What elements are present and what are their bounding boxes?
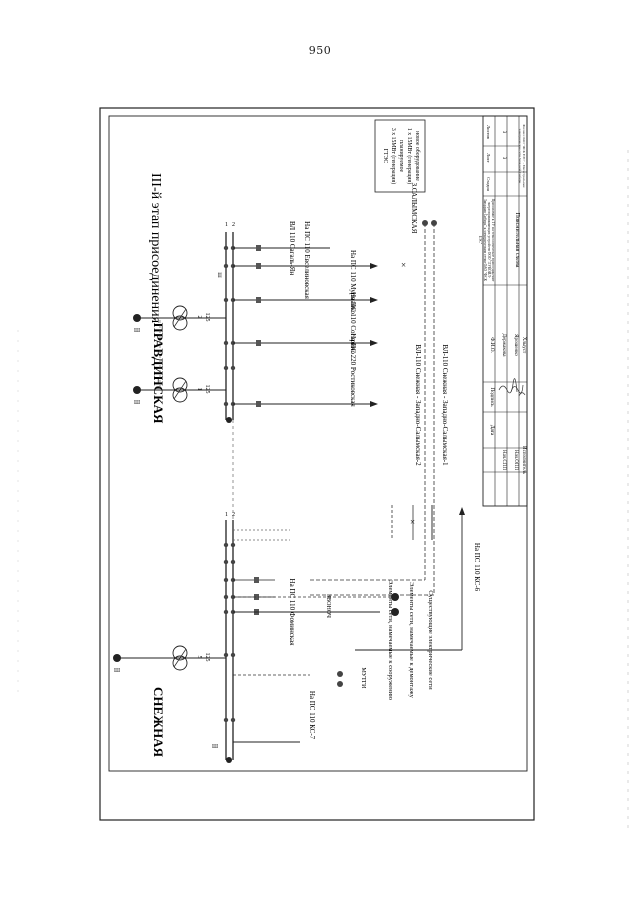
bus-num-right-1: 1 — [225, 222, 228, 228]
stamp-sheet-title: Пояснительная схема — [514, 213, 520, 268]
transformer-right2-num: 1 — [196, 388, 202, 391]
sh-label-2: Ш — [134, 400, 140, 406]
gtes-box: ГТЭС 3 х 15МВт (генерация) планируемое 1… — [374, 119, 426, 193]
legend-item-planned: Элементы сети, намечаемые к сооружению — [387, 580, 394, 700]
feeder-label-fominskaya: На ПС 110 Фоминская — [288, 579, 296, 647]
stamp-header-fio: Ф.И.О. — [489, 337, 495, 352]
gtes-line-4: 1 х 15МВт (генерация) — [406, 128, 413, 184]
stamp-description: Приложение к ТУ на технологическое присо… — [478, 198, 495, 282]
substation-right-label: ПРАВДИНСКАЯ — [151, 323, 166, 424]
stamp-name-1: Держакова — [501, 333, 506, 357]
page-number: 950 — [308, 44, 332, 57]
snezhnaya-substation: 1 2 Ш 5 125 — [113, 512, 399, 763]
stage-title: III-й этап присоединения — [148, 173, 163, 324]
ks6-label: На ПС 110 КС-6 — [473, 543, 481, 592]
outer-frame — [99, 107, 535, 821]
legend-x-symbol: × — [410, 517, 415, 527]
transformer-left-rating: 125 — [204, 653, 210, 662]
vl-zsalym-lines: × З.САЛЫМСКАЯ ВЛ-110 Снежная - Западно-С… — [310, 183, 449, 596]
mutgi-label: МУТГИ — [360, 667, 366, 689]
pravdinskaya-substation: 1 2 Ш 2 125 Ш 1 — [133, 221, 378, 423]
stamp-sheets-header: Листов — [486, 125, 491, 139]
sh-label-3: Ш — [114, 668, 120, 674]
transformer-left-num: 5 — [196, 656, 202, 659]
signature-3 — [518, 392, 526, 397]
feeder-label-evselinovskaya: На ПС 110 Евселиновская — [303, 221, 311, 299]
signature-2 — [510, 384, 524, 394]
stamp-name-2: Ярошенко — [513, 334, 518, 356]
gtes-line-5: новое оборудование — [414, 131, 421, 181]
bus-num-left-1: 1 — [225, 512, 228, 518]
stamp-header-date: Дата — [489, 425, 495, 436]
stamp-stage-header: Стадия — [486, 177, 491, 191]
transformer-right2-rating: 125 — [204, 385, 210, 394]
gtes-line-2: 3 х 15МВт (генерация) — [390, 128, 397, 184]
transformer-right1-num: 2 — [196, 316, 202, 319]
legend-item-dismantle: Элементы сети, намечаемые к демонтажу — [408, 582, 415, 698]
inner-frame — [108, 115, 528, 772]
bus-num-left-2: 2 — [232, 512, 235, 518]
ks7-label: На ПС 110 КС-7 — [308, 691, 316, 740]
stamp-sheets-value: 3 — [501, 131, 506, 134]
vl-line-label-2: ВЛ-110 Снежная - Западно-Салымская-2 — [414, 344, 422, 466]
stamp-role-2: Нач.ОПП — [513, 450, 518, 471]
stamp-name-4: Хлыуст — [521, 337, 526, 354]
stamp-sheet-value: 3 — [501, 157, 506, 160]
substation-left-label: СНЕЖНАЯ — [151, 687, 166, 758]
legend: Элементы сети, намечаемые к сооружению ×… — [387, 505, 434, 700]
vl-sagal-yan-label: ВЛ 110 Сагаль-Ян — [288, 221, 296, 275]
stamp-role-1: Нач.СПП — [501, 450, 506, 470]
stamp-sheet-header: Лист — [486, 153, 491, 162]
stamp-role-4: Исполнитель — [521, 446, 526, 475]
dismantle-x-mark: × — [401, 260, 406, 270]
ks6-line: На ПС 110 КС-6 — [355, 507, 481, 651]
title-block: Ф.И.О. Подпись Дата Нач.СПП Держакова На… — [478, 115, 528, 507]
feeder-label-rostikovskaya: На ПС 220 Ростиковская — [349, 333, 357, 407]
zvonoch-label: ЗВОНОЧ — [325, 594, 331, 618]
bus-num-right-2: 2 — [232, 222, 235, 228]
feeder-label-sogarino: На ПС 110 Согарино — [349, 292, 357, 355]
gtes-line-1: ГТЭС — [382, 149, 388, 164]
shu-label-1: Ш — [216, 272, 222, 278]
feeder-label-murmanko: На ПС 110 Мурманко — [349, 250, 357, 315]
signature-1 — [498, 378, 518, 394]
gtes-line-3: планируемое — [398, 140, 404, 173]
stamp-header-sign: Подпись — [489, 387, 495, 407]
sh-label-1: Ш — [134, 328, 140, 334]
vl-line-label-1: ВЛ-110 Снежная - Западно-Салымская-1 — [441, 344, 449, 466]
zsalym-label: З.САЛЫМСКАЯ — [410, 183, 418, 234]
transformer-right1-rating: 125 — [204, 313, 210, 322]
stamp-org: Филиал ОАО "ФСК ЕЭС" - Магистральные эле… — [518, 124, 526, 188]
shu-label-left: Ш — [212, 744, 218, 750]
legend-item-existing: Существующие электрические сети — [427, 590, 434, 690]
